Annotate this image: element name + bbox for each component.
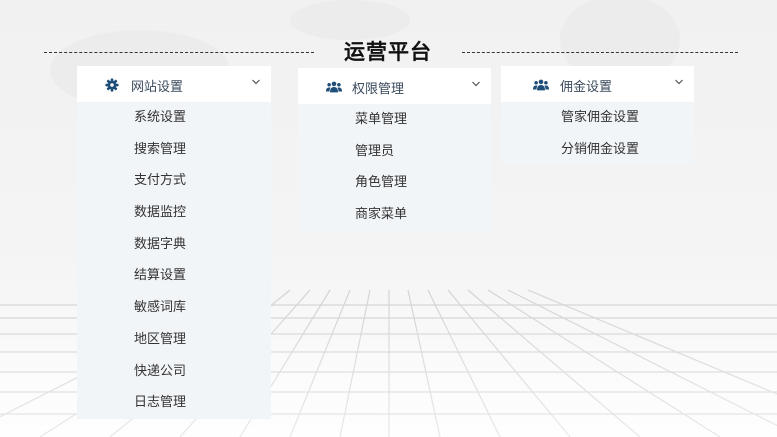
menu-item-payment-methods[interactable]: 支付方式: [134, 173, 187, 189]
menu-panel-website-settings: 网站设置 系统设置 搜索管理 支付方式 数据监控 数据字典 结算设置 敏感词库 …: [77, 66, 271, 419]
menu-item-sensitive-words[interactable]: 敏感词库: [134, 300, 187, 316]
page-title: 运营平台: [344, 40, 432, 64]
gear-icon: [105, 78, 119, 92]
menu-panel-commission-settings: 佣金设置 管家佣金设置 分销佣金设置: [501, 66, 694, 166]
menu-item-merchant-menu[interactable]: 商家菜单: [355, 207, 408, 223]
divider-right: [462, 52, 738, 53]
panel-header-permission-management[interactable]: 权限管理: [298, 68, 491, 104]
panel-title: 网站设置: [131, 80, 184, 95]
menu-item-search-management[interactable]: 搜索管理: [134, 141, 187, 157]
users-icon: [533, 79, 549, 91]
menu-item-role-management[interactable]: 角色管理: [355, 175, 408, 191]
chevron-down-icon[interactable]: [674, 78, 684, 86]
menu-item-region-management[interactable]: 地区管理: [134, 331, 187, 347]
page-header: 运营平台: [0, 36, 777, 66]
menu-item-data-monitoring[interactable]: 数据监控: [134, 205, 187, 221]
submenu-list: 系统设置 搜索管理 支付方式 数据监控 数据字典 结算设置 敏感词库 地区管理 …: [77, 102, 271, 419]
panel-header-website-settings[interactable]: 网站设置: [77, 66, 271, 102]
chevron-down-icon[interactable]: [251, 78, 261, 86]
panel-header-commission-settings[interactable]: 佣金设置: [501, 66, 694, 102]
menu-item-data-dictionary[interactable]: 数据字典: [134, 236, 187, 252]
panel-title: 权限管理: [352, 82, 405, 97]
panel-title: 佣金设置: [560, 80, 613, 95]
submenu-list: 菜单管理 管理员 角色管理 商家菜单: [298, 104, 491, 231]
menu-item-settlement-settings[interactable]: 结算设置: [134, 268, 187, 284]
menu-item-distribution-commission[interactable]: 分销佣金设置: [561, 141, 640, 157]
chevron-down-icon[interactable]: [471, 80, 481, 88]
menu-item-administrators[interactable]: 管理员: [355, 143, 395, 159]
menu-item-courier-companies[interactable]: 快递公司: [134, 363, 187, 379]
menu-item-system-settings[interactable]: 系统设置: [134, 110, 187, 125]
submenu-list: 管家佣金设置 分销佣金设置: [501, 102, 694, 166]
menu-panel-permission-management: 权限管理 菜单管理 管理员 角色管理 商家菜单: [298, 68, 491, 231]
users-icon: [326, 81, 342, 93]
divider-left: [44, 52, 314, 53]
menu-item-log-management[interactable]: 日志管理: [134, 395, 187, 411]
menu-item-butler-commission[interactable]: 管家佣金设置: [561, 110, 640, 125]
menu-item-menu-management[interactable]: 菜单管理: [355, 112, 408, 127]
